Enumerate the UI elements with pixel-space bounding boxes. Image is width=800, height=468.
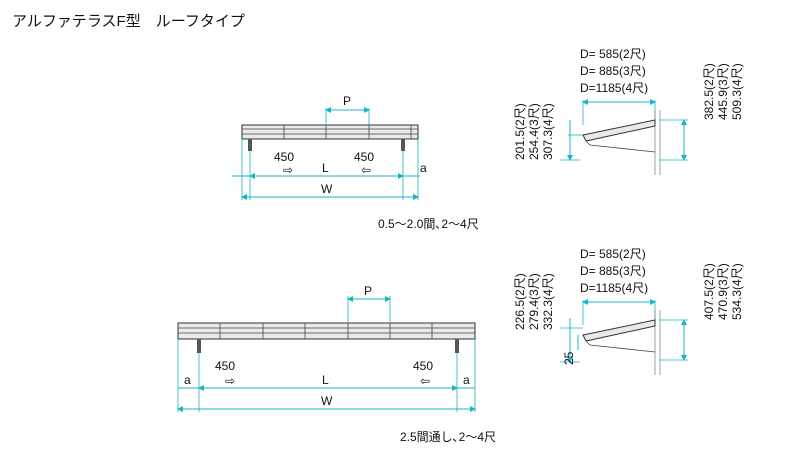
top-left-height-1: 201.5(2尺) bbox=[513, 103, 527, 160]
bottom-left-post bbox=[197, 339, 201, 353]
top-left-height-3: 307.3(4尺) bbox=[541, 103, 555, 160]
top-right-height-2: 445.9(3尺) bbox=[716, 63, 730, 120]
bottom-a-right: a bbox=[463, 373, 470, 387]
bottom-left-arrow-icon: ⇨ bbox=[225, 374, 235, 388]
bottom-left-height-2: 279.4(3尺) bbox=[527, 273, 541, 330]
bottom-front-elevation: P 450 450 ⇨ ⇦ L a a W 2.5間通し､2〜4尺 bbox=[177, 284, 496, 444]
top-left-offset: 450 bbox=[274, 150, 294, 164]
bottom-left-offset: 450 bbox=[215, 359, 235, 373]
top-right-offset: 450 bbox=[354, 150, 374, 164]
bottom-pitch-label: P bbox=[364, 284, 372, 298]
bottom-right-post bbox=[455, 339, 459, 353]
top-side-section: D= 585(2尺) D= 885(3尺) D=1185(4尺) 201.5(2… bbox=[513, 47, 744, 175]
bottom-right-height-2: 470.9(3尺) bbox=[716, 263, 730, 320]
bottom-depth-1: D= 585(2尺) bbox=[580, 247, 646, 261]
bottom-left-height-3: 332.3(4尺) bbox=[541, 273, 555, 330]
top-a-label: a bbox=[420, 161, 427, 175]
top-roof-panel bbox=[241, 124, 419, 140]
bottom-width-label: W bbox=[321, 394, 333, 408]
top-roof-section bbox=[582, 119, 656, 142]
bottom-right-height-3: 534.3(4尺) bbox=[730, 263, 744, 320]
top-right-height-3: 509.3(4尺) bbox=[730, 63, 744, 120]
top-left-post bbox=[248, 139, 252, 151]
top-left-height-2: 254.4(3尺) bbox=[527, 103, 541, 160]
bottom-a-left: a bbox=[184, 373, 191, 387]
top-pitch-label: P bbox=[343, 94, 351, 108]
bottom-length-label: L bbox=[322, 373, 329, 387]
bottom-right-arrow-icon: ⇦ bbox=[420, 374, 430, 388]
bottom-right-height-1: 407.5(2尺) bbox=[702, 263, 716, 320]
top-depth-3: D=1185(4尺) bbox=[580, 81, 648, 95]
top-right-arrow-icon: ⇦ bbox=[361, 163, 371, 177]
top-caption: 0.5〜2.0間､2〜4尺 bbox=[378, 217, 479, 231]
bottom-drop-label: 25 bbox=[562, 351, 576, 365]
bottom-depth-3: D=1185(4尺) bbox=[580, 281, 648, 295]
page-title: アルファテラスF型 ルーフタイプ bbox=[12, 13, 245, 30]
bottom-depth-2: D= 885(3尺) bbox=[580, 264, 646, 278]
bottom-caption: 2.5間通し､2〜4尺 bbox=[400, 430, 496, 444]
top-left-arrow-icon: ⇨ bbox=[283, 163, 293, 177]
bottom-side-section: D= 585(2尺) D= 885(3尺) D=1185(4尺) 25 226.… bbox=[513, 247, 744, 375]
top-right-height-1: 382.5(2尺) bbox=[702, 63, 716, 120]
top-front-elevation: P 450 450 ⇨ ⇦ L a W 0.5〜2.0間､2〜4尺 bbox=[232, 94, 479, 231]
top-width-label: W bbox=[321, 182, 333, 196]
bottom-roof-section bbox=[582, 319, 656, 342]
top-depth-2: D= 885(3尺) bbox=[580, 64, 646, 78]
top-right-post bbox=[401, 139, 405, 151]
bottom-right-offset: 450 bbox=[413, 359, 433, 373]
bottom-left-height-1: 226.5(2尺) bbox=[513, 273, 527, 330]
top-depth-1: D= 585(2尺) bbox=[580, 47, 646, 61]
bottom-roof-panel bbox=[177, 322, 476, 340]
top-length-label: L bbox=[322, 161, 329, 175]
